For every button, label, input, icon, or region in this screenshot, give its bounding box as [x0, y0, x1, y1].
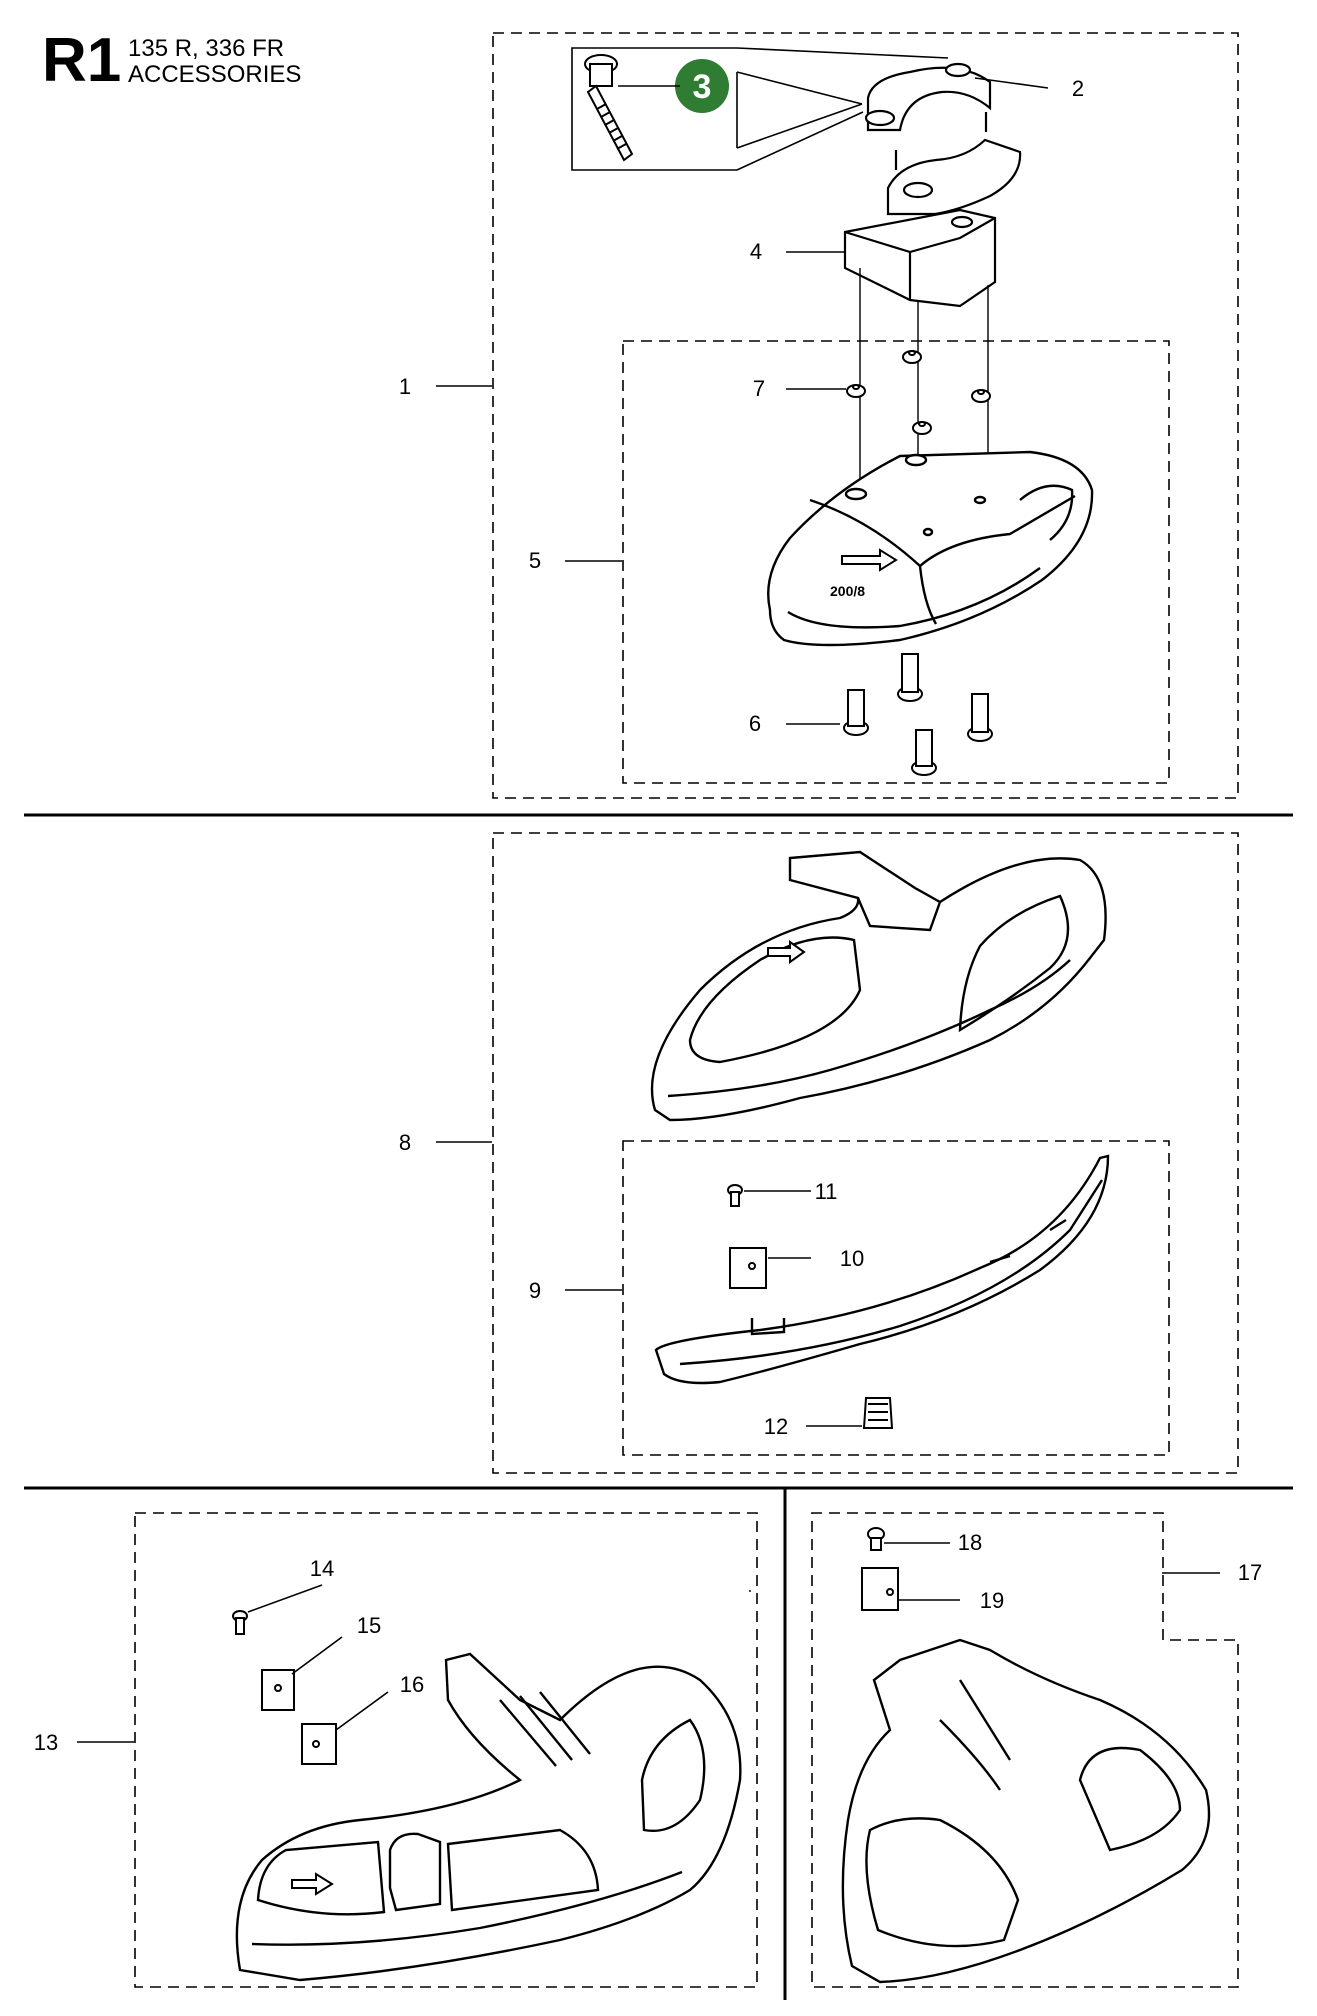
- torque-badge-circle: [675, 59, 729, 113]
- group-box-13: [134, 1512, 758, 1988]
- group-box-5: [622, 340, 1170, 784]
- guard-right-part: [841, 1638, 1211, 1984]
- callout-18: 18: [958, 1530, 982, 1555]
- callout-5: 5: [529, 548, 541, 573]
- clamp-part: [864, 62, 1022, 216]
- small-parts-17: [861, 1527, 899, 1611]
- guard-large-part: [235, 1652, 742, 1982]
- group-boxes: [134, 32, 1239, 1988]
- callout-17: 17: [1238, 1560, 1262, 1585]
- section-title: ACCESSORIES: [128, 61, 302, 88]
- callout-6: 6: [749, 711, 761, 736]
- callout-11: 11: [815, 1179, 838, 1204]
- washer-parts: [846, 350, 991, 435]
- screw-parts: [843, 653, 993, 776]
- guard-upper-part: [650, 850, 1107, 1122]
- callout-12: 12: [764, 1414, 788, 1439]
- torque-badge-label: 3: [693, 68, 712, 106]
- callout-4: 4: [750, 239, 762, 264]
- guard-extension-part: [654, 1154, 1110, 1385]
- callouts: [77, 77, 1220, 1743]
- bolt-part: [584, 54, 634, 162]
- callout-labels: 1 2 4 5 6 7 8 9 10 11 12 13 14 15 16 17 …: [34, 76, 1262, 1755]
- guard-size-label: 200/8: [830, 583, 865, 599]
- section-dividers: [24, 813, 1293, 2000]
- callout-14: 14: [310, 1556, 334, 1581]
- group-box-17: [811, 1512, 1239, 1988]
- clamp-base-part: [843, 208, 997, 308]
- small-parts-13: [232, 1610, 337, 1765]
- callout-10: 10: [840, 1246, 864, 1271]
- torque-badge: 3: [618, 59, 729, 113]
- callout-9: 9: [529, 1278, 541, 1303]
- callout-1: 1: [399, 374, 411, 399]
- group-box-8: [492, 832, 1239, 1474]
- inset-box-bolt: [571, 47, 949, 171]
- callout-15: 15: [357, 1613, 381, 1638]
- group-box-9: [622, 1140, 1170, 1456]
- trimmer-guard-part: 200/8: [767, 450, 1094, 647]
- callout-19: 19: [980, 1588, 1004, 1613]
- callout-13: 13: [34, 1730, 58, 1755]
- group-box-1: [492, 32, 1239, 799]
- section-code: R1: [42, 26, 122, 95]
- fastener-parts: [727, 1184, 894, 1429]
- model-list: 135 R, 336 FR: [128, 35, 285, 62]
- callout-8: 8: [399, 1130, 411, 1155]
- callout-7: 7: [753, 376, 765, 401]
- callout-2: 2: [1072, 76, 1084, 101]
- callout-16: 16: [400, 1672, 424, 1697]
